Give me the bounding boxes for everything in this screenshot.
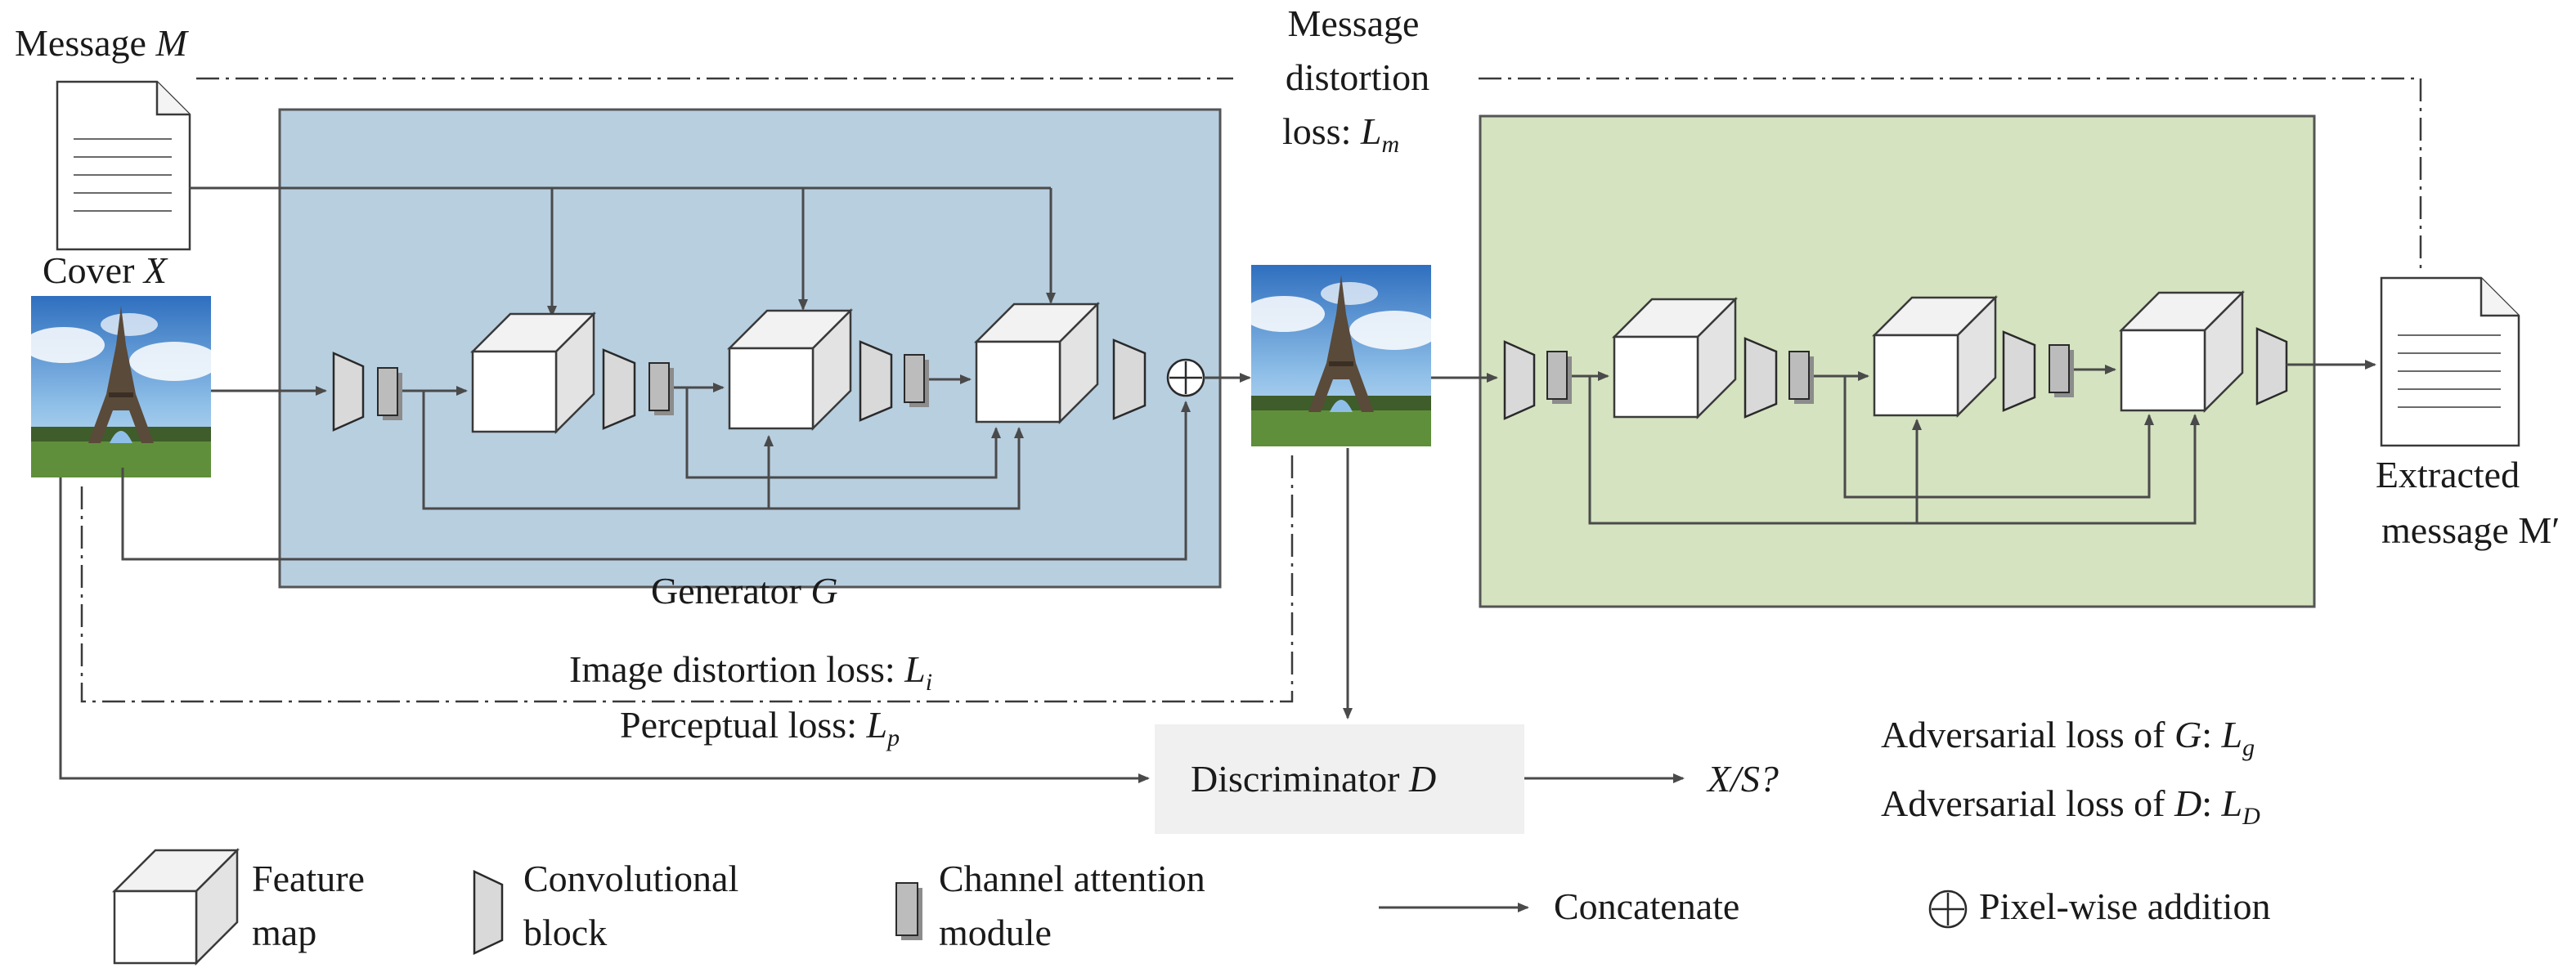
discriminator-output-label: X/S?: [1706, 758, 1779, 800]
discriminator-box: [1155, 724, 1524, 834]
decoder-feature-map-3: [2118, 289, 2246, 414]
generator-skip-connections: [121, 388, 1191, 561]
generator-label: Generator G: [651, 570, 838, 612]
legend-addition-label: Pixel-wise addition: [1979, 885, 2270, 927]
pixel-wise-addition-node: [1166, 358, 1205, 397]
perceptual-loss-label: Perceptual loss: Lp: [620, 704, 900, 751]
message-distortion-label-2: distortion: [1286, 56, 1429, 98]
generator-attention-2: [648, 362, 674, 415]
message-loss-line-right: [1479, 77, 2422, 270]
extracted-message-document-icon: [2380, 276, 2520, 447]
generator-feature-map-3: [973, 301, 1101, 425]
decoder-feature-map-2: [1871, 294, 1999, 419]
legend-conv-block-icon: [473, 870, 504, 955]
adversarial-loss-d-label: Adversarial loss of D: LD: [1881, 782, 2260, 830]
message-input-connections: [190, 186, 1056, 317]
legend-attention-label-1: Channel attention: [939, 858, 1205, 899]
message-distortion-label-3: loss: Lm: [1282, 110, 1399, 158]
decoder-conv-block-1: [1503, 340, 1536, 420]
decoder-conv-block-4: [2255, 327, 2288, 406]
legend-addition-icon: [1928, 890, 1968, 929]
generator-feature-map-2: [726, 307, 854, 432]
cover-image: [23, 296, 219, 477]
discriminator-label: Discriminator D: [1191, 758, 1436, 800]
message-m-label: Message M: [15, 22, 189, 64]
generator-feature-map-1: [469, 311, 597, 435]
generator-attention-1: [377, 367, 402, 420]
legend-feature-map-icon: [111, 847, 240, 966]
cover-to-discriminator-arrow: [59, 477, 1150, 783]
message-document-icon: [56, 80, 191, 251]
image-loss-line: [80, 450, 1294, 703]
generator-conv-block-1: [332, 352, 365, 432]
legend-concatenate-label: Concatenate: [1554, 885, 1739, 927]
legend-attention-label-2: module: [939, 912, 1052, 953]
decoder-skip-connections: [1588, 376, 2200, 525]
generator-conv-block-3: [859, 340, 893, 422]
decoder-attention-1: [1546, 351, 1572, 404]
legend-conv-label-1: Convolutional: [523, 858, 738, 899]
extracted-message-label-2: message M′: [2381, 509, 2560, 551]
message-distortion-label-1: Message: [1288, 2, 1420, 44]
adversarial-loss-g-label: Adversarial loss of G: Lg: [1881, 714, 2255, 761]
legend-attention-icon: [895, 882, 922, 940]
image-distortion-label: Image distortion loss: Li: [569, 648, 932, 696]
legend-feature-map-label-2: map: [252, 912, 316, 953]
decoder-conv-block-3: [2002, 330, 2036, 412]
decoder-attention-2: [1788, 351, 1814, 404]
generator-attention-3: [904, 354, 929, 407]
generator-conv-block-2: [602, 348, 636, 430]
stego-image: [1243, 265, 1439, 446]
cover-x-label: Cover X: [43, 249, 168, 291]
legend-feature-map-label-1: Feature: [252, 858, 365, 899]
generator-conv-block-4: [1112, 338, 1147, 420]
decoder-conv-block-2: [1744, 337, 1778, 419]
legend-conv-label-2: block: [523, 912, 607, 953]
decoder-feature-map-1: [1611, 296, 1739, 420]
extracted-message-label-1: Extracted: [2376, 454, 2520, 495]
decoder-attention-3: [2049, 344, 2074, 397]
